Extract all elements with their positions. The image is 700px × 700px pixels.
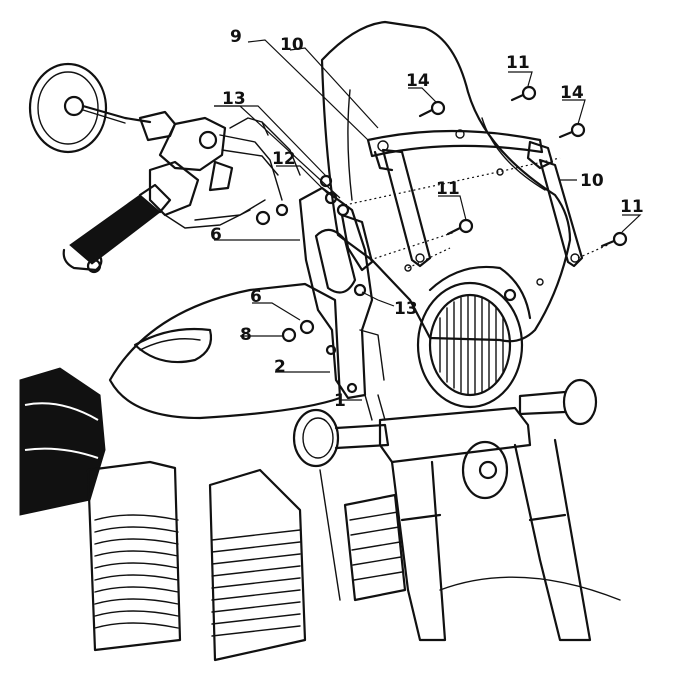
callout-labels: 9 10 11 14 14 13 12 10 11 11 6 6 13 8 2 …	[210, 27, 644, 411]
callout-13-top: 13	[222, 89, 246, 109]
side-panel-icon	[19, 367, 106, 516]
mounting-bracket-icon	[298, 186, 385, 400]
callout-10-right: 10	[580, 171, 604, 191]
mirror-icon	[28, 62, 152, 154]
callout-14-right: 14	[560, 83, 584, 103]
callout-13-lower: 13	[394, 299, 418, 319]
callout-11-middle: 11	[436, 179, 460, 199]
assembly-lines	[344, 157, 611, 269]
radiator-icon	[319, 469, 621, 602]
callout-14-left: 14	[406, 71, 430, 91]
fork-icon	[364, 394, 592, 642]
callout-11-top: 11	[506, 53, 530, 73]
callout-9: 9	[230, 27, 242, 47]
callout-1: 1	[334, 391, 346, 411]
callout-12: 12	[272, 149, 296, 169]
callout-2: 2	[274, 357, 286, 377]
callout-11-right: 11	[620, 197, 644, 217]
upper-bracket-icon	[366, 129, 554, 172]
leader-lines	[214, 39, 642, 401]
cylinder-fins-icon	[86, 460, 307, 662]
turn-signal-icon	[292, 378, 598, 468]
bolt-icon	[255, 85, 628, 343]
callout-6-upper: 6	[210, 225, 222, 245]
side-bracket-icon	[381, 148, 584, 268]
callout-10-top: 10	[280, 35, 304, 55]
headlight-icon	[416, 265, 532, 409]
callout-8: 8	[240, 325, 252, 345]
fuel-tank-icon	[108, 282, 342, 420]
windshield-icon	[320, 20, 572, 343]
callout-6-lower: 6	[250, 287, 262, 307]
handlebar-grip-icon	[62, 183, 172, 274]
